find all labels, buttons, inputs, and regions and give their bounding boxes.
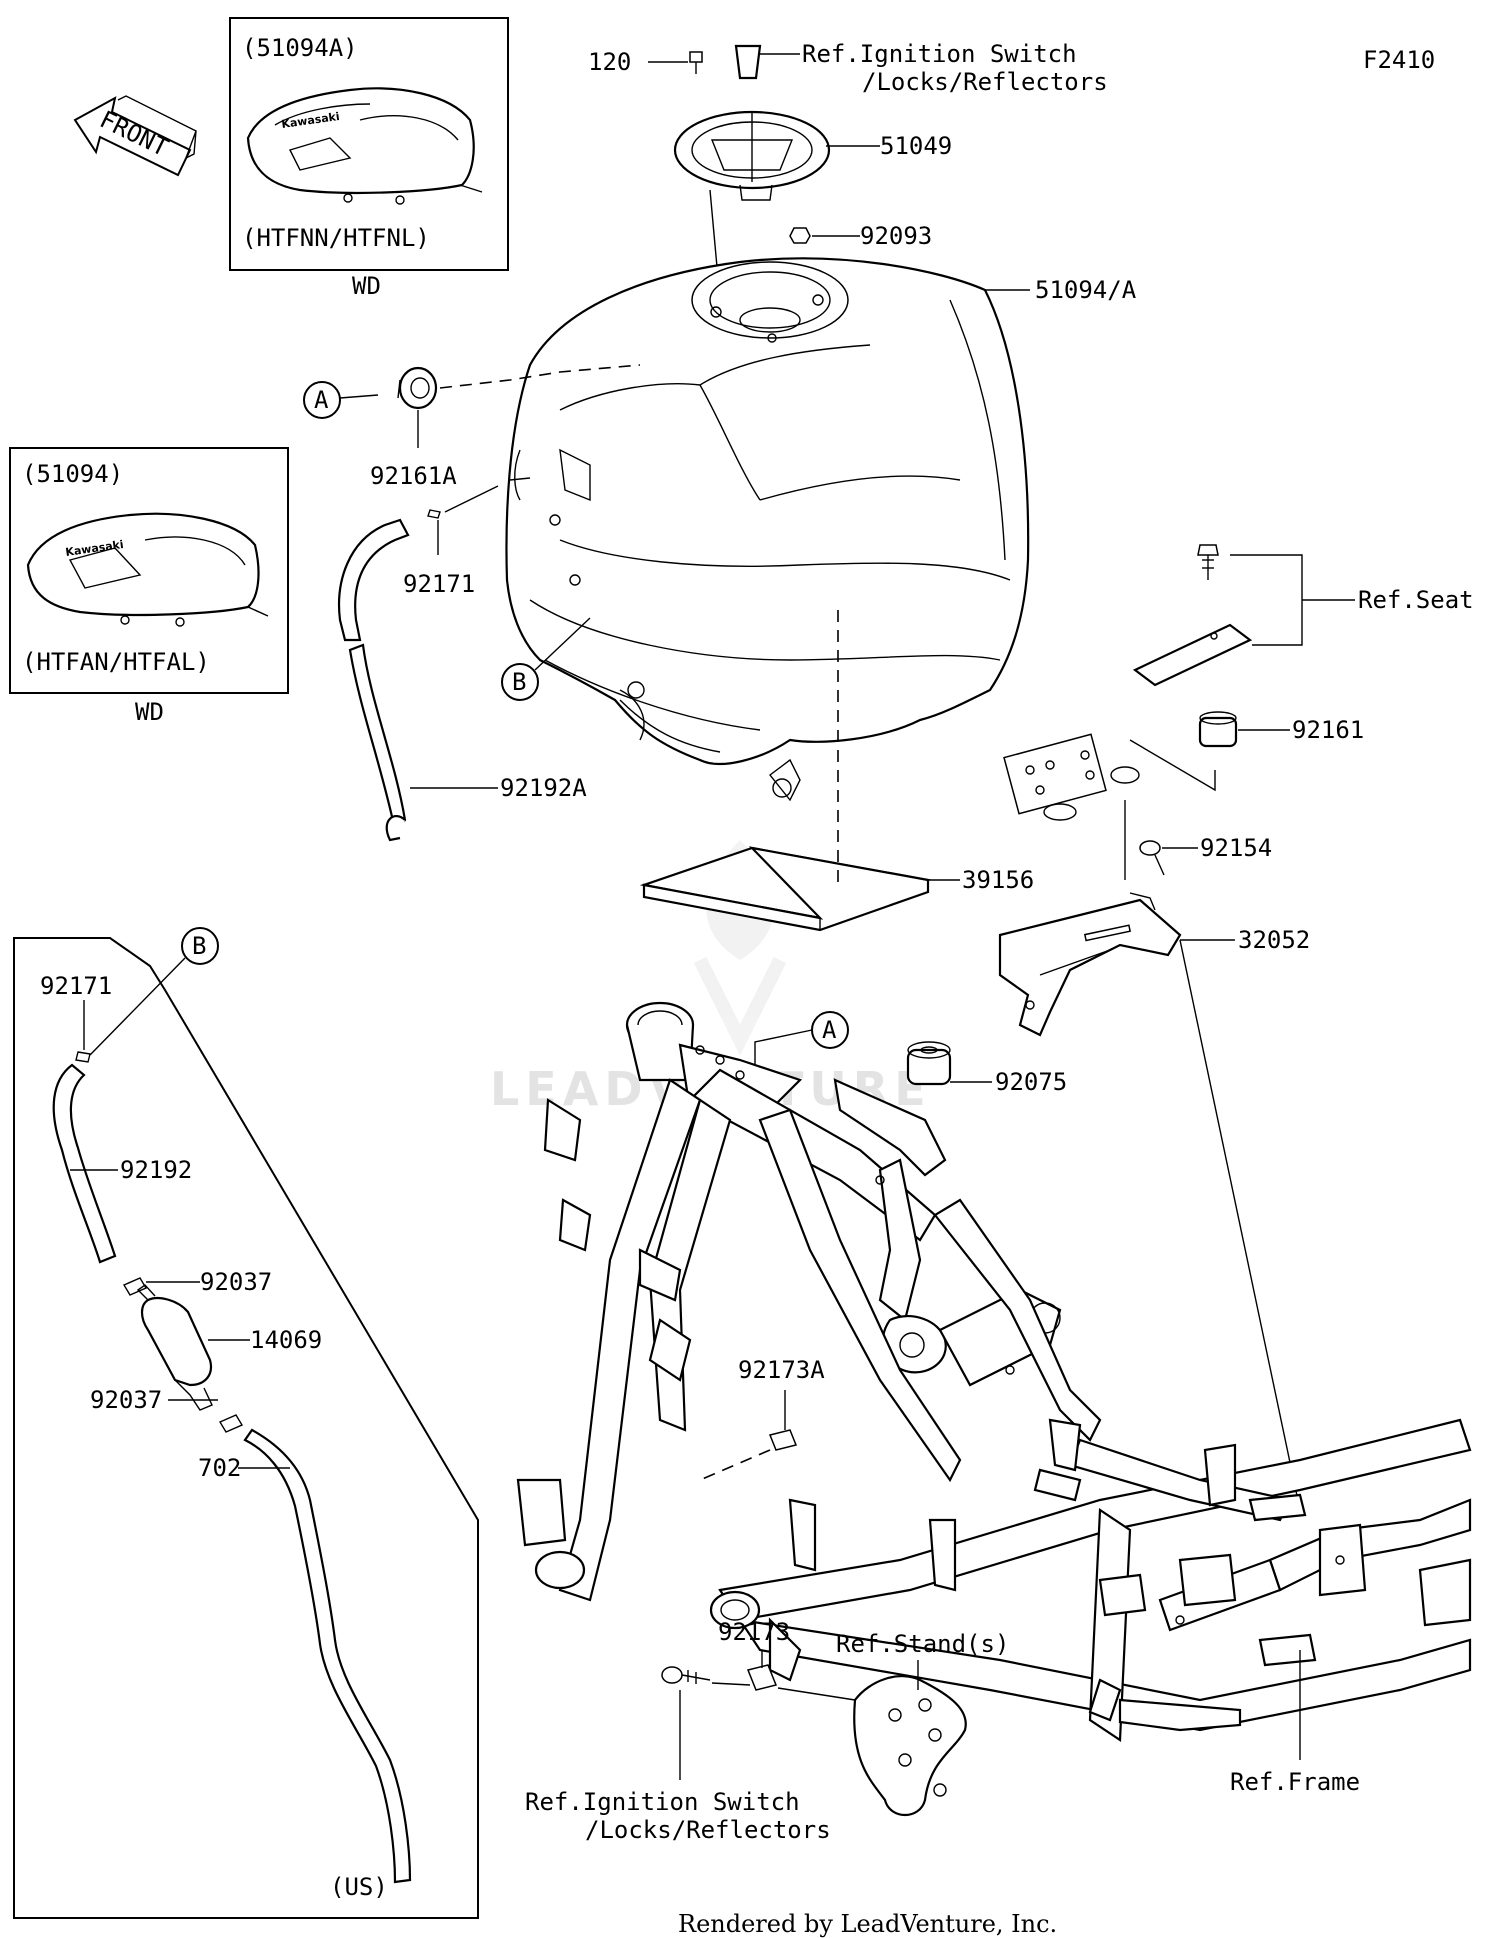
- callout-b-tank-letter: B: [512, 668, 526, 696]
- hose-92192a: [338, 518, 410, 842]
- inset-51094a: (51094A) Kawasaki (HTFNN/HTFNL) WD: [229, 17, 509, 300]
- clip-92171-box: [75, 1051, 91, 1063]
- callout-a-top: A: [303, 381, 341, 419]
- inset-51094: (51094) Kawasaki (HTFAN/HTFAL) WD: [9, 447, 289, 726]
- leader-92161-mount: [1129, 739, 1216, 792]
- figure-code: F2410: [1363, 46, 1435, 74]
- leader-bolt-to-clip: [711, 1682, 751, 1686]
- fuel-cap-51049: [673, 110, 831, 201]
- leader-clip-to-stand: [777, 1687, 856, 1701]
- callout-b-box: B: [181, 927, 219, 965]
- label-92173a: 92173A: [738, 1356, 825, 1384]
- inset-51094-note: WD: [135, 698, 164, 726]
- clip-92173a: [768, 1429, 798, 1451]
- callout-b-tank: B: [501, 663, 539, 701]
- damper-92161: [1198, 711, 1238, 748]
- hose-702: [243, 1428, 412, 1884]
- label-92161: 92161: [1292, 716, 1364, 744]
- footer-credit: Rendered by LeadVenture, Inc.: [678, 1910, 1057, 1938]
- hose-92192: [52, 1063, 117, 1264]
- tank-cover-icon: Kawasaki: [26, 512, 269, 627]
- label-ignition-bottom-1: Ref.Ignition Switch: [525, 1788, 800, 1816]
- label-92171-top: 92171: [403, 570, 475, 598]
- us-canister-box: (US): [13, 937, 479, 1919]
- leader-callout-b-box: [89, 957, 186, 1056]
- us-box-label: (US): [330, 1873, 388, 1901]
- label-14069: 14069: [250, 1326, 322, 1354]
- ignition-lock-core: [734, 44, 762, 80]
- inset-51094-variant: (HTFAN/HTFAL): [22, 648, 210, 676]
- leader-ref-seat-bracket: [1230, 554, 1303, 646]
- fuel-tank-51094a: [505, 257, 1140, 821]
- callout-a-frame-letter: A: [822, 1016, 837, 1044]
- label-92037-a: 92037: [200, 1268, 272, 1296]
- label-92093: 92093: [860, 222, 932, 250]
- label-92037-b: 92037: [90, 1386, 162, 1414]
- label-32052: 32052: [1238, 926, 1310, 954]
- leader-92171-top-2: [444, 485, 499, 513]
- seat-bolt: [1197, 544, 1219, 580]
- callout-b-box-letter: B: [192, 932, 206, 960]
- label-92192a: 92192A: [500, 774, 587, 802]
- stand-bracket: [853, 1675, 967, 1816]
- label-120: 120: [588, 48, 631, 76]
- inset-51094a-note: WD: [352, 272, 381, 300]
- label-39156: 39156: [962, 866, 1034, 894]
- label-92154: 92154: [1200, 834, 1272, 862]
- inset-51094-part: (51094): [22, 460, 123, 488]
- label-ref-frame: Ref.Frame: [1230, 1768, 1360, 1796]
- leader-92161a-dashed: [439, 364, 641, 389]
- inset-51094a-variant: (HTFNN/HTFNL): [242, 224, 430, 252]
- clamp-92037-a: [122, 1277, 148, 1296]
- front-arrow: FRONT: [73, 95, 197, 177]
- label-702: 702: [198, 1454, 241, 1482]
- clamp-92037-b: [218, 1414, 244, 1433]
- label-ref-seat: Ref.Seat: [1358, 586, 1474, 614]
- tank-cover-icon: Kawasaki: [246, 87, 483, 205]
- bolt-ignition-bottom: [661, 1666, 711, 1684]
- callout-a-top-letter: A: [314, 386, 329, 414]
- seat-bracket: [1132, 623, 1253, 687]
- label-92161a: 92161A: [370, 462, 457, 490]
- nut-92093: [789, 227, 811, 244]
- grommet-92161a: [397, 366, 438, 410]
- bolt-120: [689, 51, 703, 74]
- label-ignition-top-1: Ref.Ignition Switch: [802, 40, 1077, 68]
- callout-a-frame: A: [811, 1011, 849, 1049]
- bolt-92154: [1139, 840, 1165, 876]
- label-92192: 92192: [120, 1156, 192, 1184]
- label-92171-box: 92171: [40, 972, 112, 1000]
- leader-callout-b-tank: [534, 617, 591, 671]
- leader-callout-a-top: [339, 394, 379, 399]
- label-92075: 92075: [995, 1068, 1067, 1096]
- label-51094a: 51094/A: [1035, 276, 1137, 304]
- pad-39156: [639, 846, 933, 932]
- bracket-32052: [998, 892, 1182, 1037]
- clip-92171-top: [427, 509, 441, 519]
- damper-92075: [906, 1041, 952, 1086]
- motorcycle-frame: [516, 1001, 1472, 1742]
- leader-92173a-dashed: [699, 1449, 771, 1481]
- label-51049: 51049: [880, 132, 952, 160]
- inset-51094a-part: (51094A): [242, 34, 358, 62]
- label-ref-stands: Ref.Stand(s): [836, 1630, 1009, 1658]
- leader-32052-frame: [1179, 939, 1301, 1511]
- label-ignition-bottom-2: /Locks/Reflectors: [585, 1816, 831, 1844]
- label-ignition-top-2: /Locks/Reflectors: [862, 68, 1108, 96]
- label-92173: 92173: [718, 1618, 790, 1646]
